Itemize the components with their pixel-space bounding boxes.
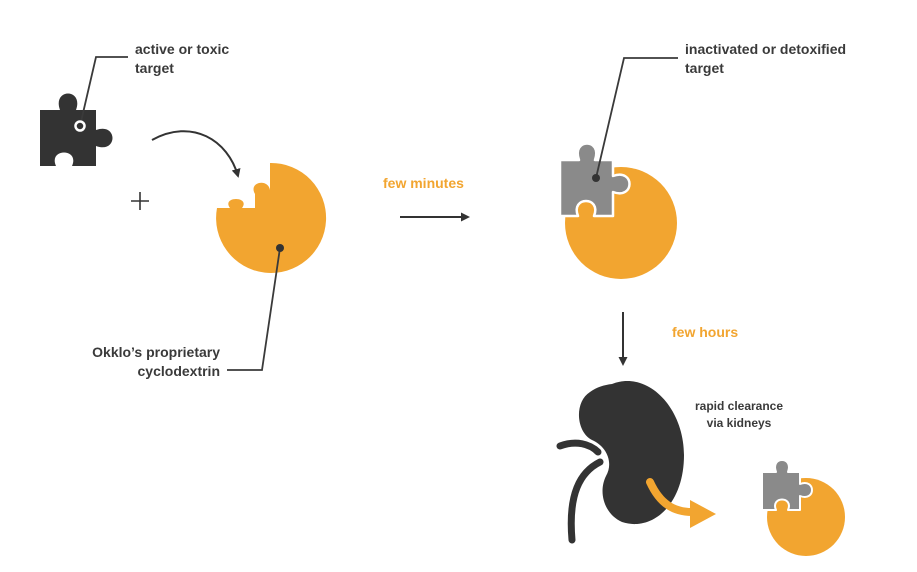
inactivated-target-line1: inactivated or detoxified <box>685 41 847 57</box>
active-target-line1: active or toxic <box>135 41 230 57</box>
plus-icon <box>131 192 149 210</box>
cyclodextrin-line2: cyclodextrin <box>137 363 220 379</box>
clearance-arrow-icon <box>646 478 696 516</box>
clearance-line2: via kidneys <box>706 416 772 430</box>
ureter-icon <box>556 439 602 456</box>
callout-lines <box>79 56 678 371</box>
callout-cyclodextrin <box>227 247 281 371</box>
active-target-line2: target <box>135 60 174 76</box>
clearance-line1: rapid clearance <box>694 399 784 413</box>
few-minutes-label: few minutes <box>383 175 464 191</box>
curved-arrow-icon <box>151 130 241 178</box>
callout-dot-cyclodextrin <box>276 244 284 252</box>
vessel-icon <box>567 458 604 544</box>
clearance-arrowhead-icon <box>690 500 716 528</box>
small-puzzle-piece-icon <box>761 459 813 511</box>
callout-active <box>79 56 128 127</box>
active-target-label: active or toxic target <box>135 40 229 78</box>
few-hours-label: few hours <box>672 324 739 340</box>
cyclodextrin-label: Okklo’s proprietary cyclodextrin <box>92 343 220 381</box>
cyclodextrin-disc-icon <box>216 162 327 273</box>
callout-dot-active <box>74 120 86 132</box>
callout-dot-inactive <box>592 174 600 182</box>
callout-inactive <box>595 57 678 179</box>
inactivated-target-line2: target <box>685 60 724 76</box>
inactivated-target-label: inactivated or detoxified target <box>685 40 846 78</box>
clearance-label: rapid clearance via kidneys <box>690 398 788 432</box>
cyclodextrin-line1: Okklo’s proprietary <box>92 344 220 360</box>
